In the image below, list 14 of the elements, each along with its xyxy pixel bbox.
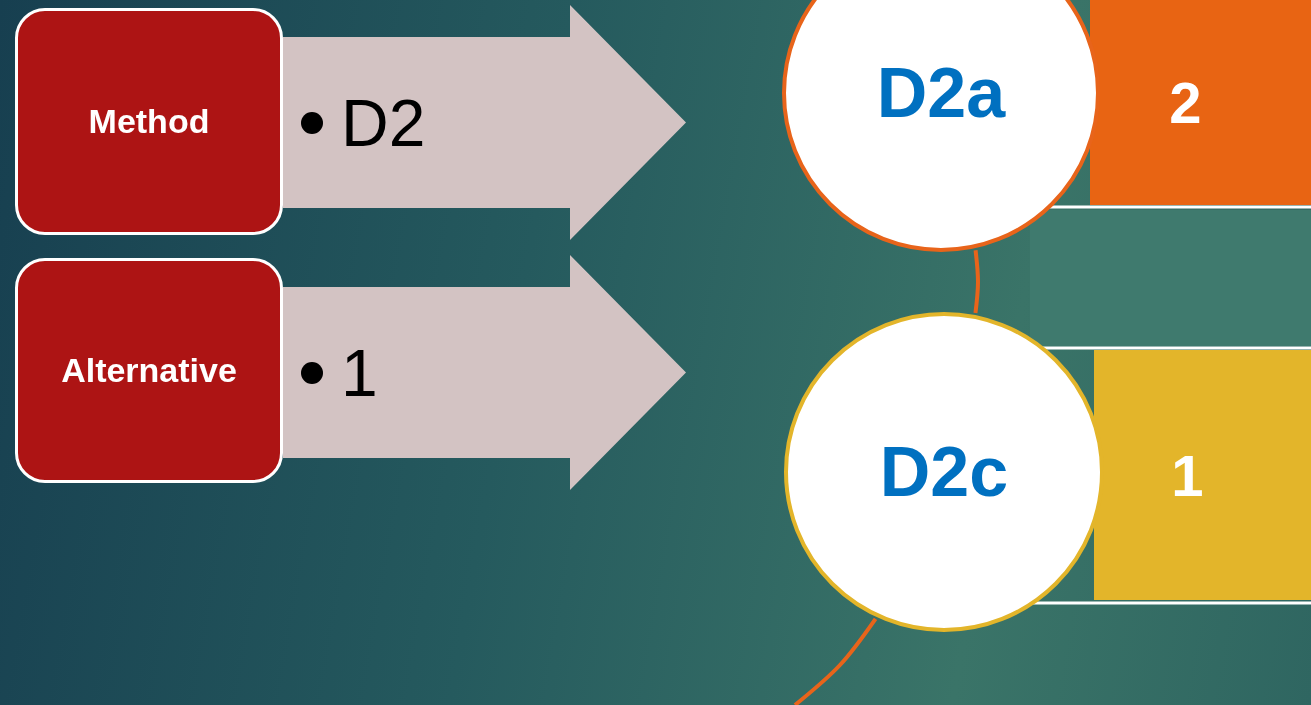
- circle-label: D2a: [876, 53, 1006, 133]
- box-label: Method: [88, 102, 210, 141]
- bar-value: 2: [1169, 69, 1202, 136]
- value-bar: [1090, 0, 1311, 205]
- label-box: [15, 8, 283, 235]
- arrow-text: 1: [341, 334, 378, 411]
- connector-line: [973, 250, 980, 314]
- connector-line: [793, 617, 878, 705]
- label-box: [15, 258, 283, 483]
- bar-value: 1: [1171, 441, 1204, 509]
- circle-label: D2c: [879, 432, 1009, 512]
- arrow-text: D2: [341, 84, 426, 161]
- value-bar: [1094, 350, 1311, 600]
- box-label: Alternative: [61, 351, 237, 390]
